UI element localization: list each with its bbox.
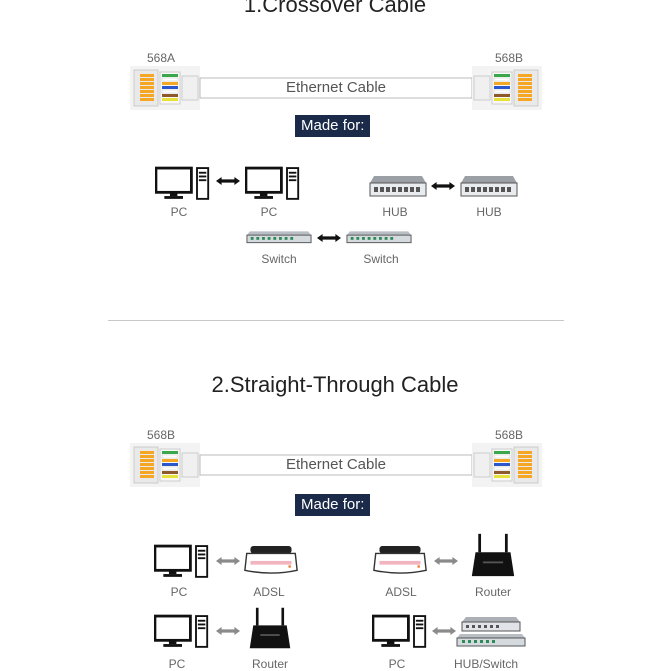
crossover-left-plug-icon	[130, 66, 200, 110]
pc-icon	[245, 166, 300, 200]
crossover-made-for-badge: Made for:	[295, 115, 371, 137]
bidirectional-arrow-icon	[432, 627, 456, 635]
straight-left-standard: 568B	[147, 428, 176, 442]
crossover-pair-2-left-label: HUB	[382, 205, 408, 219]
straight-left-plug-icon	[130, 443, 200, 487]
pc-icon	[154, 544, 209, 578]
pc-icon	[154, 614, 209, 648]
crossover-right-plug-icon	[472, 66, 542, 110]
bidirectional-arrow-icon	[317, 234, 341, 242]
bidirectional-arrow-icon	[216, 557, 240, 565]
straight-cable-label: Ethernet Cable	[285, 456, 387, 473]
hub-icon	[369, 175, 427, 197]
straight-pair-4-left-label: PC	[388, 657, 406, 671]
crossover-pair-3-right-label: Switch	[363, 252, 399, 266]
crossover-left-standard: 568A	[147, 51, 176, 65]
router-icon	[471, 533, 515, 577]
bidirectional-arrow-icon	[431, 182, 455, 190]
crossover-title: 1.Crossover Cable	[243, 0, 427, 17]
section-divider	[108, 320, 564, 321]
crossover-pair-3-left-label: Switch	[261, 252, 297, 266]
crossover-cable-label: Ethernet Cable	[285, 79, 387, 96]
straight-pair-2-right-label: Router	[474, 585, 512, 599]
straight-pair-3-left-label: PC	[168, 657, 186, 671]
pc-icon	[155, 166, 210, 200]
straight-title: 2.Straight-Through Cable	[211, 372, 459, 397]
bidirectional-arrow-icon	[216, 627, 240, 635]
straight-pair-1-left-label: PC	[170, 585, 188, 599]
bidirectional-arrow-icon	[216, 177, 240, 185]
crossover-right-standard: 568B	[495, 51, 524, 65]
router-icon	[249, 607, 291, 649]
straight-made-for-badge: Made for:	[295, 494, 371, 516]
crossover-pair-1-right-label: PC	[260, 205, 278, 219]
adsl-modem-icon	[373, 545, 427, 574]
straight-pair-4-right-label: HUB/Switch	[453, 657, 518, 671]
straight-right-plug-icon	[472, 443, 542, 487]
crossover-pair-2-right-label: HUB	[476, 205, 502, 219]
pc-icon	[372, 614, 427, 648]
adsl-modem-icon	[244, 545, 298, 574]
hub-icon	[460, 175, 518, 197]
straight-pair-3-right-label: Router	[251, 657, 289, 671]
straight-pair-2-left-label: ADSL	[385, 585, 417, 599]
hub-switch-icon	[456, 616, 526, 647]
crossover-pair-1-left-label: PC	[170, 205, 188, 219]
switch-icon	[346, 230, 412, 244]
crossover-cable-diagram	[130, 66, 542, 110]
straight-cable-diagram	[130, 443, 542, 487]
bidirectional-arrow-icon	[434, 557, 458, 565]
straight-right-standard: 568B	[495, 428, 524, 442]
switch-icon	[246, 230, 312, 244]
straight-pair-1-right-label: ADSL	[253, 585, 285, 599]
